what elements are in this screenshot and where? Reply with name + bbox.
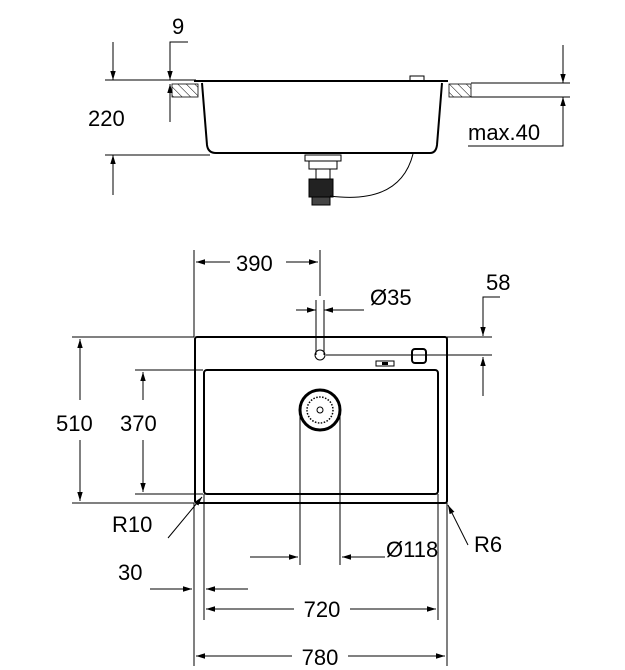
tap-hole — [314, 349, 326, 361]
top-view: 390 Ø35 58 510 370 R10 R6 Ø — [56, 250, 510, 670]
dim-bowl-corner-radius: R10 — [112, 512, 152, 537]
overflow-hose — [329, 153, 414, 198]
overflow-button — [411, 348, 427, 364]
dim-outer-depth: 510 — [56, 411, 93, 436]
sink-outer-outline — [194, 336, 448, 504]
dim-tap-from-edge: 58 — [486, 270, 510, 295]
countertop-left-hatch — [171, 83, 199, 98]
dim-bowl-offset: 30 — [118, 560, 142, 585]
drain-center — [316, 406, 324, 414]
dim-height: 220 — [88, 106, 125, 131]
sink-bowl-profile — [201, 82, 443, 154]
dim-bowl-depth: 370 — [120, 411, 157, 436]
dim-outer-corner-radius: R6 — [474, 532, 502, 557]
overflow-slot — [375, 360, 395, 367]
sink-bowl-outline — [203, 369, 439, 495]
dim-tap-offset: 390 — [236, 251, 273, 276]
dim-tap-hole-diameter: Ø35 — [370, 285, 412, 310]
dim-drain-diameter: Ø118 — [386, 537, 438, 562]
dim-bowl-width: 720 — [304, 597, 341, 622]
side-view: 9 220 max.40 — [88, 14, 570, 206]
drain-assembly — [304, 154, 342, 206]
countertop-right-hatch — [448, 83, 472, 98]
drain-strainer — [306, 396, 334, 424]
overflow-button-side — [409, 75, 425, 82]
dim-countertop-max: max.40 — [468, 120, 540, 145]
dim-rim-thickness: 9 — [172, 14, 184, 39]
dim-outer-width: 780 — [302, 645, 339, 670]
drain-outer — [298, 388, 342, 432]
